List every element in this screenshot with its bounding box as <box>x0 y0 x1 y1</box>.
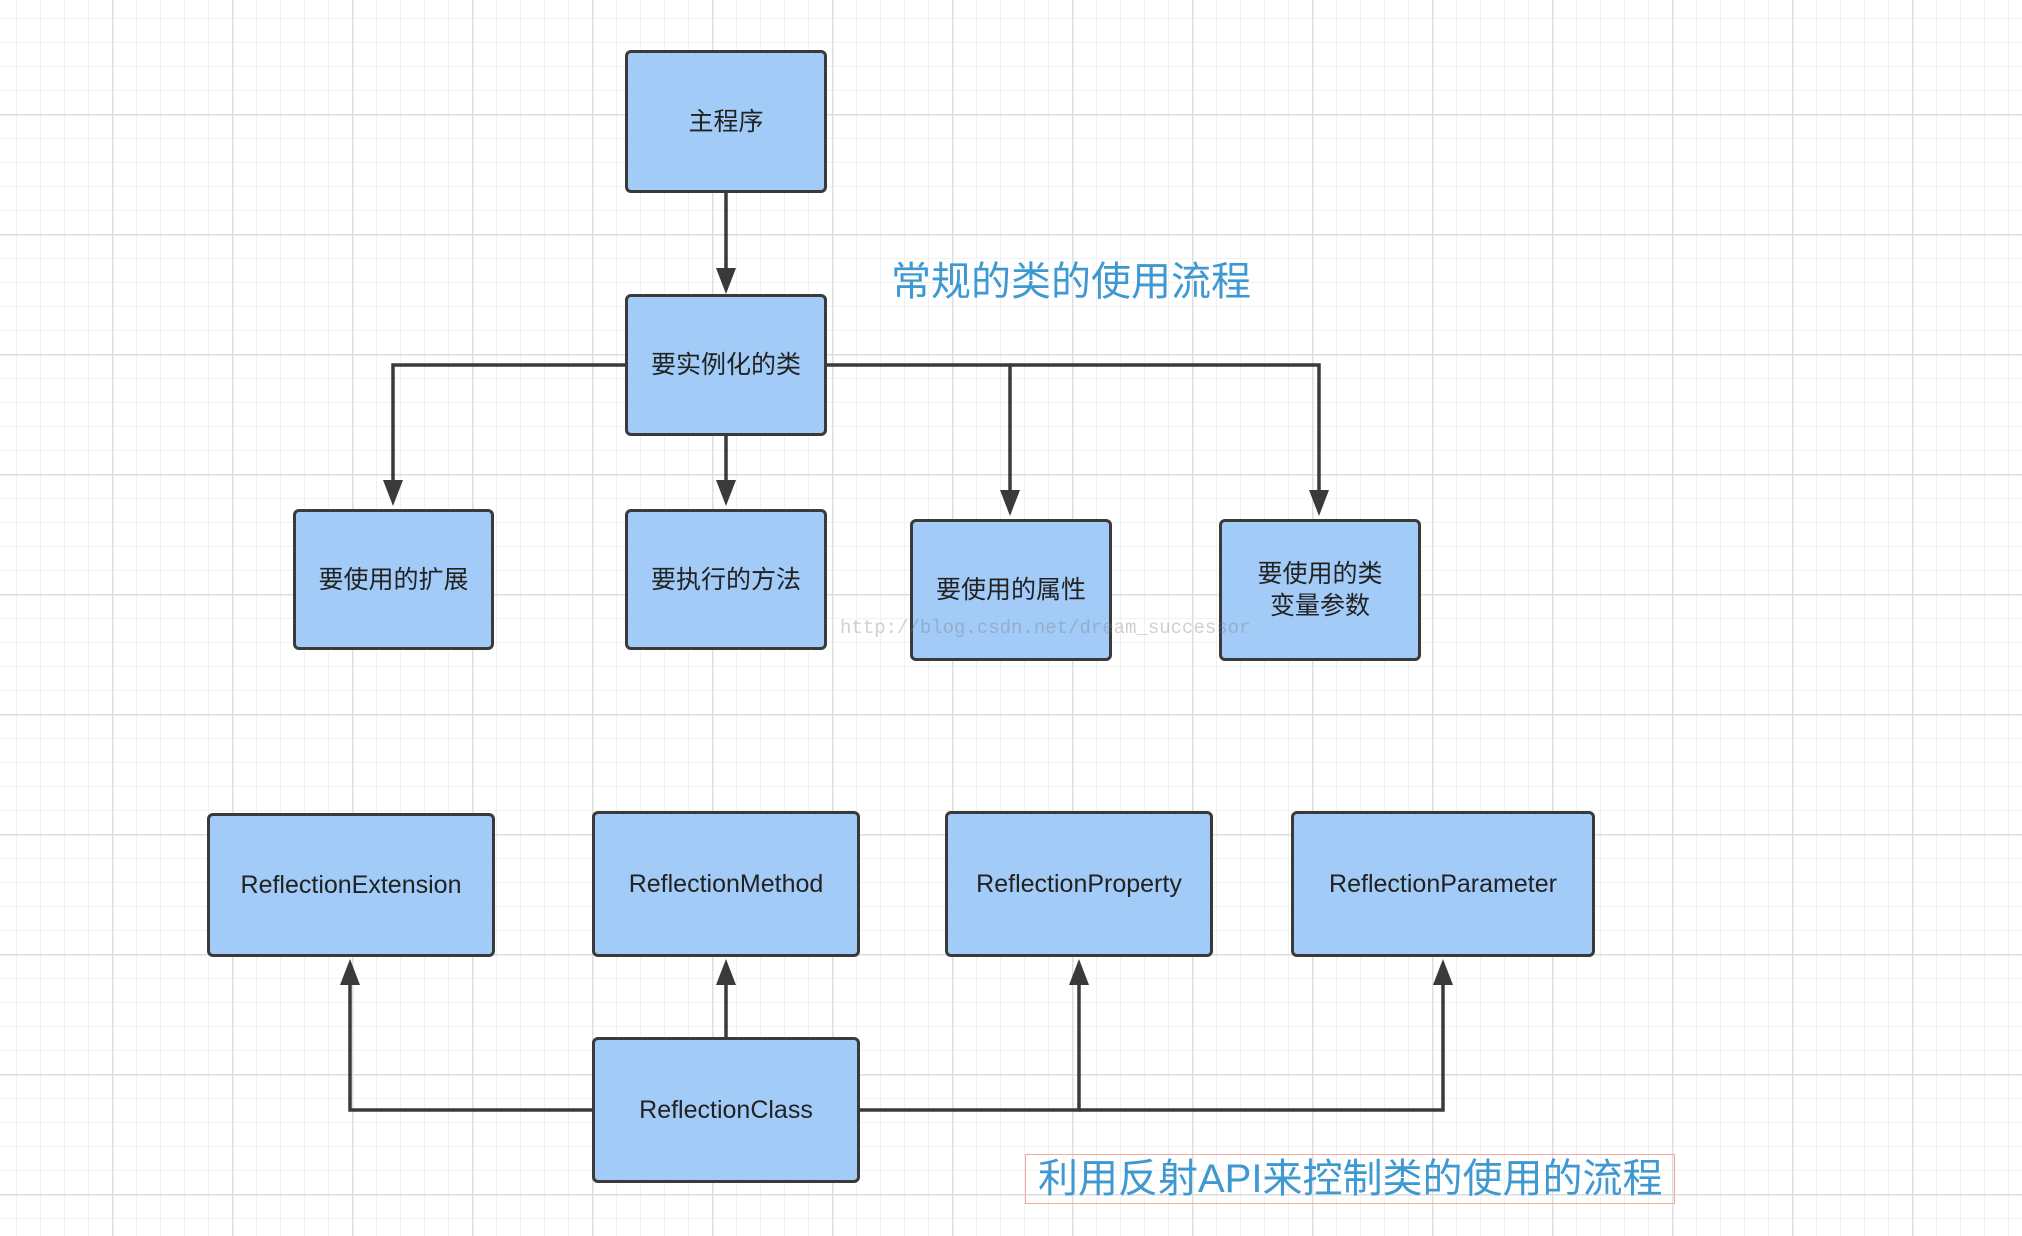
arrowhead-parameter <box>1309 490 1329 516</box>
arrowhead-reflection-extension <box>340 959 360 985</box>
arrowhead-reflection-parameter <box>1433 959 1453 985</box>
node-property-to-use[interactable]: 要使用的属性 <box>910 519 1112 661</box>
node-method-to-execute[interactable]: 要执行的方法 <box>625 509 827 650</box>
node-label: 要使用的类变量参数 <box>1257 560 1383 620</box>
node-label: 要使用的扩展 <box>318 565 469 594</box>
arrowhead-property <box>1000 490 1020 516</box>
node-reflection-extension[interactable]: ReflectionExtension <box>207 813 495 957</box>
arrowhead-extension <box>383 480 403 506</box>
connector-class-to-extension <box>391 363 625 483</box>
node-label: 要使用的属性 <box>935 576 1086 604</box>
arrowhead-method <box>716 480 736 506</box>
node-reflection-method[interactable]: ReflectionMethod <box>592 811 860 957</box>
connector-class-to-property <box>827 363 1012 493</box>
node-class-variable-parameter[interactable]: 要使用的类变量参数 <box>1219 519 1421 661</box>
node-reflection-property[interactable]: ReflectionProperty <box>945 811 1213 957</box>
node-reflection-parameter[interactable]: ReflectionParameter <box>1291 811 1595 957</box>
node-label: 要实例化的类 <box>650 351 801 379</box>
connector-reflectionclass-to-property <box>860 985 1081 1112</box>
node-label: 要执行的方法 <box>650 565 801 594</box>
arrowhead-class <box>716 268 736 294</box>
node-label: ReflectionParameter <box>1329 870 1557 898</box>
node-label: ReflectionExtension <box>240 871 462 899</box>
node-label: ReflectionProperty <box>976 870 1182 898</box>
watermark-text: http://blog.csdn.net/dream_successor <box>840 617 1251 639</box>
regular-flow-title: 常规的类的使用流程 <box>891 260 1251 304</box>
node-reflection-class[interactable]: ReflectionClass <box>592 1037 860 1183</box>
connector-reflectionclass-to-parameter <box>1079 985 1445 1112</box>
node-extension-to-use[interactable]: 要使用的扩展 <box>293 509 494 650</box>
arrowhead-reflection-method <box>716 959 736 985</box>
node-label: ReflectionClass <box>639 1096 813 1124</box>
node-label: ReflectionMethod <box>628 870 824 898</box>
node-label: 主程序 <box>688 107 764 136</box>
connector-reflectionclass-to-extension <box>348 985 592 1112</box>
node-class-to-instantiate[interactable]: 要实例化的类 <box>625 294 827 436</box>
connector-class-to-parameter <box>1010 363 1321 493</box>
arrowhead-reflection-property <box>1069 959 1089 985</box>
node-main-program[interactable]: 主程序 <box>625 50 827 193</box>
reflection-flow-title: 利用反射API来控制类的使用的流程 <box>1025 1154 1676 1204</box>
